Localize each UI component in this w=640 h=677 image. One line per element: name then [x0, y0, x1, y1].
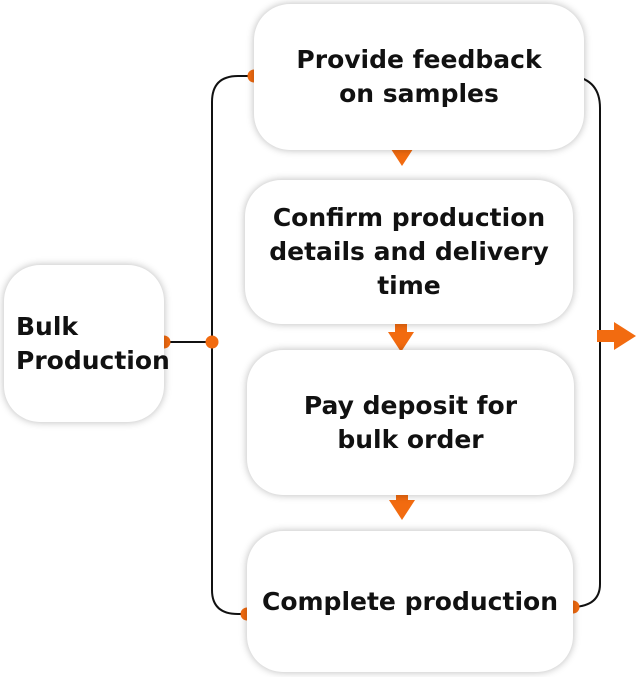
right-bracket-line	[572, 75, 601, 608]
dot-icon	[205, 335, 219, 349]
bulk-production-label: Bulk Production	[16, 311, 170, 375]
left-bracket-line	[211, 75, 254, 615]
step-complete-production: Complete production	[247, 531, 573, 672]
bulk-production-node: Bulk Production	[4, 265, 170, 422]
step-label: Confirm production details and delivery …	[269, 203, 549, 300]
step-pay-deposit: Pay deposit for bulk order	[247, 350, 574, 495]
step-label: Complete production	[261, 586, 558, 616]
right-arrow-icon	[597, 322, 636, 350]
step-label: Provide feedback on samples	[296, 45, 542, 108]
step-label: Pay deposit for bulk order	[303, 390, 518, 454]
step-confirm-production: Confirm production details and delivery …	[245, 180, 573, 324]
step-provide-feedback: Provide feedback on samples	[254, 4, 584, 150]
